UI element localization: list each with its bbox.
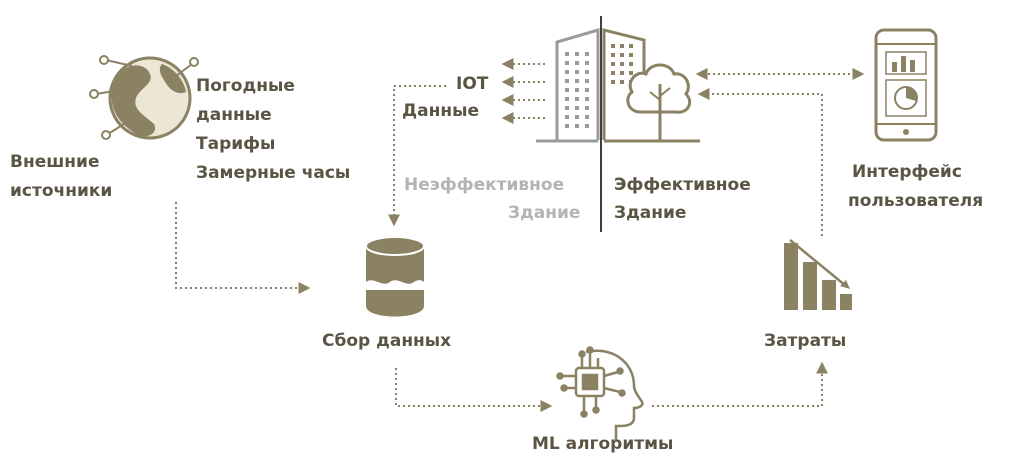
window-dot [565,52,569,56]
data-collection-label: Сбор данных [322,331,452,351]
sources-to-collection-arrow [175,202,311,294]
window-dot [575,88,579,92]
window-dot [611,53,615,57]
window-dot [575,115,579,119]
window-dot [620,44,624,48]
item-tariffs: Тарифы [196,134,276,154]
window-dot [585,79,589,83]
flow-connectors [175,85,828,412]
window-dot [629,71,633,75]
window-dot [620,53,624,57]
costs-label: Затраты [764,331,847,351]
window-dot [575,124,579,128]
window-dot [629,53,633,57]
iot-label: IOT [456,74,489,94]
window-dot [575,61,579,65]
user-interface-label: Интерфейс пользователя [848,158,983,216]
window-dot [585,52,589,56]
item-weather: Погодные [196,76,295,96]
window-dot [575,52,579,56]
inefficient-building-line1: Неэффективное [404,175,565,195]
window-dot [565,70,569,74]
window-dot [585,97,589,101]
window-dot [620,62,624,66]
window-dot [585,115,589,119]
iot-data-label: Данные [402,101,480,121]
window-dot [575,70,579,74]
window-dot [629,62,633,66]
external-sources-line2: источники [10,181,113,201]
tree-icon [626,63,692,140]
window-dot [611,62,615,66]
iot-to-collection-arrow [388,85,446,227]
external-sources-line1: Внешние [10,152,100,172]
costs-chart-icon [784,239,852,310]
iot-arrows [501,58,545,124]
item-meters: Замерные часы [196,163,351,183]
window-dot [565,61,569,65]
phone-icon [874,28,938,142]
window-dot [565,115,569,119]
inefficient-building-icon [555,27,600,140]
window-dot [585,106,589,110]
window-dot [629,44,633,48]
window-dot [585,88,589,92]
window-dot [575,106,579,110]
efficient-building-line2: Здание [614,203,687,223]
window-dot [565,88,569,92]
window-dot [565,106,569,110]
window-dot [565,124,569,128]
globe-icon [89,55,199,140]
ml-label: ML алгоритмы [532,434,674,454]
window-dot [611,44,615,48]
inefficient-building-line2: Здание [508,203,581,223]
window-dot [585,124,589,128]
item-data: данные [196,105,272,125]
window-dot [585,70,589,74]
database-icon [365,236,425,317]
window-dot [565,79,569,83]
window-dot [585,61,589,65]
window-dot [575,79,579,83]
ml-to-costs-arrow [652,361,828,407]
collection-to-ml-arrow [395,368,553,412]
external-sources-items: Погодные данные Тарифы Замерные часы [196,72,350,188]
window-dot [620,71,624,75]
user-interface-line1: Интерфейс [852,162,962,182]
window-dot [611,71,615,75]
window-dot [611,80,615,84]
efficient-building-line1: Эффективное [614,175,751,195]
external-sources-label: Внешние источники [10,148,112,206]
window-dot [565,97,569,101]
window-dot [575,97,579,101]
window-dot [620,80,624,84]
costs-to-building-arrow [697,88,823,236]
ml-head-icon [556,346,644,440]
user-interface-line2: пользователя [848,191,984,211]
